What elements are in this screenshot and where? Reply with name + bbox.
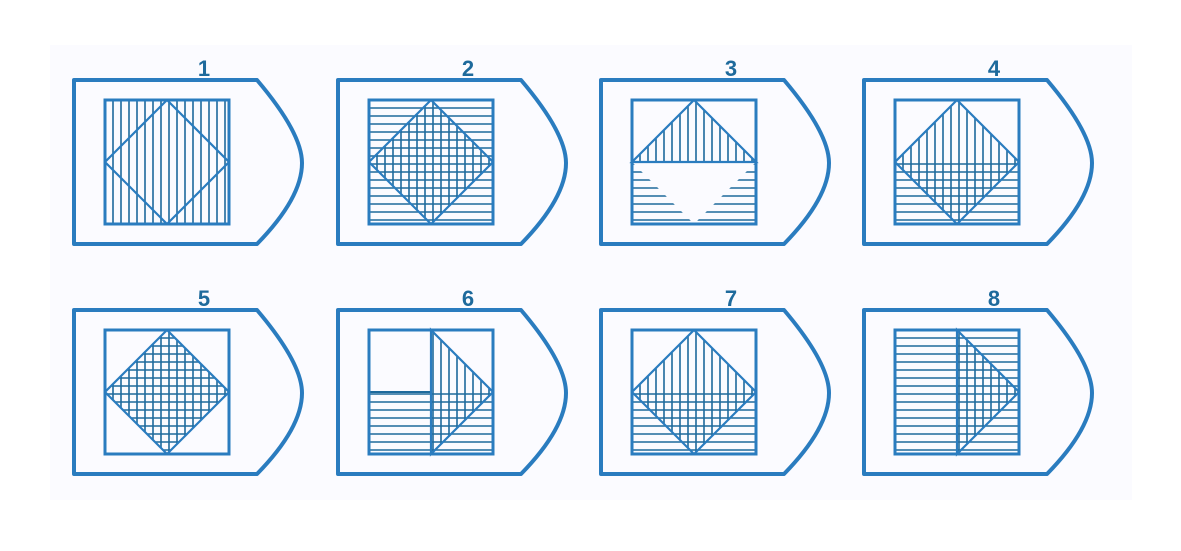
- tab-frame: [336, 78, 568, 246]
- figure-drawing: [599, 78, 831, 246]
- inner-square: [367, 98, 495, 226]
- horizontal-hatch: [895, 163, 1019, 221]
- figure-number: 5: [197, 286, 211, 311]
- figure-drawing: [862, 308, 1094, 476]
- figure-number: 6: [461, 286, 475, 311]
- vertical-hatch: [112, 330, 226, 454]
- figure-card: 7: [599, 288, 839, 478]
- tab-frame: [599, 308, 831, 476]
- horizontal-hatch: [369, 107, 493, 221]
- tab-frame: [72, 78, 304, 246]
- figure-number: 4: [987, 56, 1001, 81]
- figure-drawing: [862, 78, 1094, 246]
- figure-card: 1: [72, 58, 312, 248]
- inner-square: [893, 98, 1021, 226]
- vertical-hatch: [639, 330, 753, 454]
- tab-frame: [862, 78, 1094, 246]
- triangle-outline: [629, 98, 759, 164]
- horizontal-hatch: [632, 163, 756, 221]
- inner-square: [367, 328, 495, 456]
- figure-number: 7: [724, 286, 738, 311]
- figure-card: 5: [72, 288, 312, 478]
- inner-square: [630, 98, 758, 226]
- tab-frame: [599, 78, 831, 246]
- figure-card: 6: [336, 288, 576, 478]
- tab-frame: [72, 308, 304, 476]
- tab-frame: [336, 308, 568, 476]
- inner-square: [893, 328, 1021, 456]
- figure-number: 1: [197, 56, 211, 81]
- vertical-hatch: [958, 330, 1016, 454]
- figure-drawing: [72, 78, 304, 246]
- figure-card: 3: [599, 58, 839, 248]
- figure-card: 8: [862, 288, 1102, 478]
- figure-drawing: [72, 308, 304, 476]
- vertical-hatch: [112, 100, 226, 224]
- vertical-hatch: [376, 100, 490, 224]
- horizontal-hatch: [105, 337, 229, 451]
- tab-frame: [862, 308, 1094, 476]
- figure-number: 2: [461, 56, 475, 81]
- figure-number: 8: [987, 286, 1001, 311]
- figure-drawing: [336, 308, 568, 476]
- vertical-hatch: [902, 100, 1016, 224]
- inner-square: [630, 328, 758, 456]
- figure-drawing: [599, 308, 831, 476]
- figure-card: 2: [336, 58, 576, 248]
- figure-drawing: [336, 78, 568, 246]
- inner-square: [103, 98, 231, 226]
- figure-card: 4: [862, 58, 1102, 248]
- figure-number: 3: [724, 56, 738, 81]
- horizontal-hatch: [632, 393, 756, 451]
- inner-square: [103, 328, 231, 456]
